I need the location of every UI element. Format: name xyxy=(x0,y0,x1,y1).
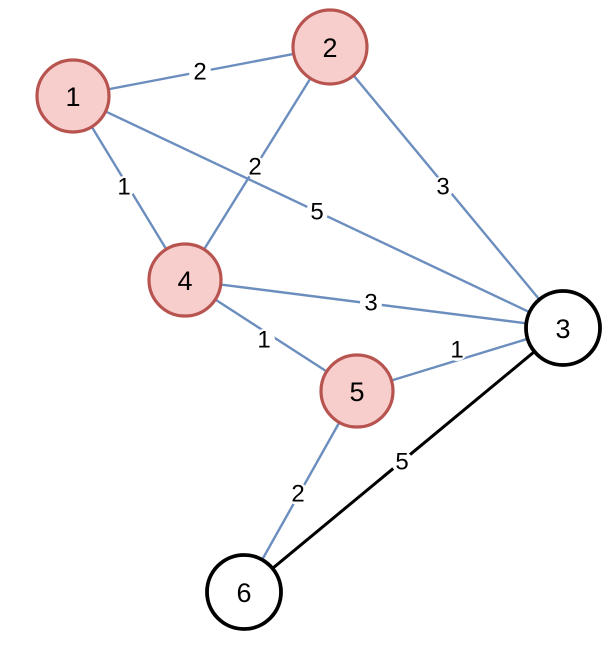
node-label-6: 6 xyxy=(236,578,251,608)
edge-weight-label-4-3: 3 xyxy=(364,290,377,317)
graph-node-1[interactable]: 1 xyxy=(35,58,111,134)
graph-node-4[interactable]: 4 xyxy=(147,242,223,318)
edge-weight-label-5-6: 2 xyxy=(291,481,304,508)
node-circle-3[interactable] xyxy=(524,289,602,367)
edge-weight-label-5-3: 1 xyxy=(450,337,463,364)
node-label-2: 2 xyxy=(322,33,337,63)
edge-weight-label-1-4: 1 xyxy=(117,174,130,201)
edge-weight-label-1-2: 2 xyxy=(193,59,206,86)
edges-layer xyxy=(90,52,541,570)
node-circle-2[interactable] xyxy=(291,8,369,86)
graph-node-3[interactable]: 3 xyxy=(524,289,602,367)
edge-label-backdrop xyxy=(113,176,135,198)
edge-label-backdrop xyxy=(244,156,266,178)
edge-label-backdrop xyxy=(446,339,468,361)
edge-labels-layer: 2 1 5 2 3 3 1 1 2 5 xyxy=(113,59,468,508)
edge-weight-label-6-3: 5 xyxy=(395,449,408,476)
node-label-3: 3 xyxy=(555,314,570,344)
graph-node-2[interactable]: 2 xyxy=(291,8,369,86)
edge-label-backdrop xyxy=(360,292,382,314)
node-label-5: 5 xyxy=(349,377,364,407)
edge-weight-label-2-4: 2 xyxy=(248,154,261,181)
edge-label-backdrop xyxy=(189,61,211,83)
edge-label-backdrop xyxy=(306,201,328,223)
graph-node-6[interactable]: 6 xyxy=(205,553,283,631)
node-label-1: 1 xyxy=(65,82,80,112)
edge-weight-label-1-3: 5 xyxy=(310,199,323,226)
node-circle-5[interactable] xyxy=(319,353,395,429)
graph-node-5[interactable]: 5 xyxy=(319,353,395,429)
edge-label-backdrop xyxy=(432,176,454,198)
node-label-4: 4 xyxy=(177,266,192,296)
edge-weight-label-2-3: 3 xyxy=(436,174,449,201)
node-circle-1[interactable] xyxy=(35,58,111,134)
nodes-layer: 1 2 4 5 3 6 xyxy=(35,8,602,631)
edge-label-backdrop xyxy=(391,451,413,473)
edge-weight-label-4-5: 1 xyxy=(257,327,270,354)
edge-label-backdrop xyxy=(287,483,309,505)
node-circle-4[interactable] xyxy=(147,242,223,318)
edge-label-backdrop xyxy=(253,329,275,351)
node-circle-6[interactable] xyxy=(205,553,283,631)
